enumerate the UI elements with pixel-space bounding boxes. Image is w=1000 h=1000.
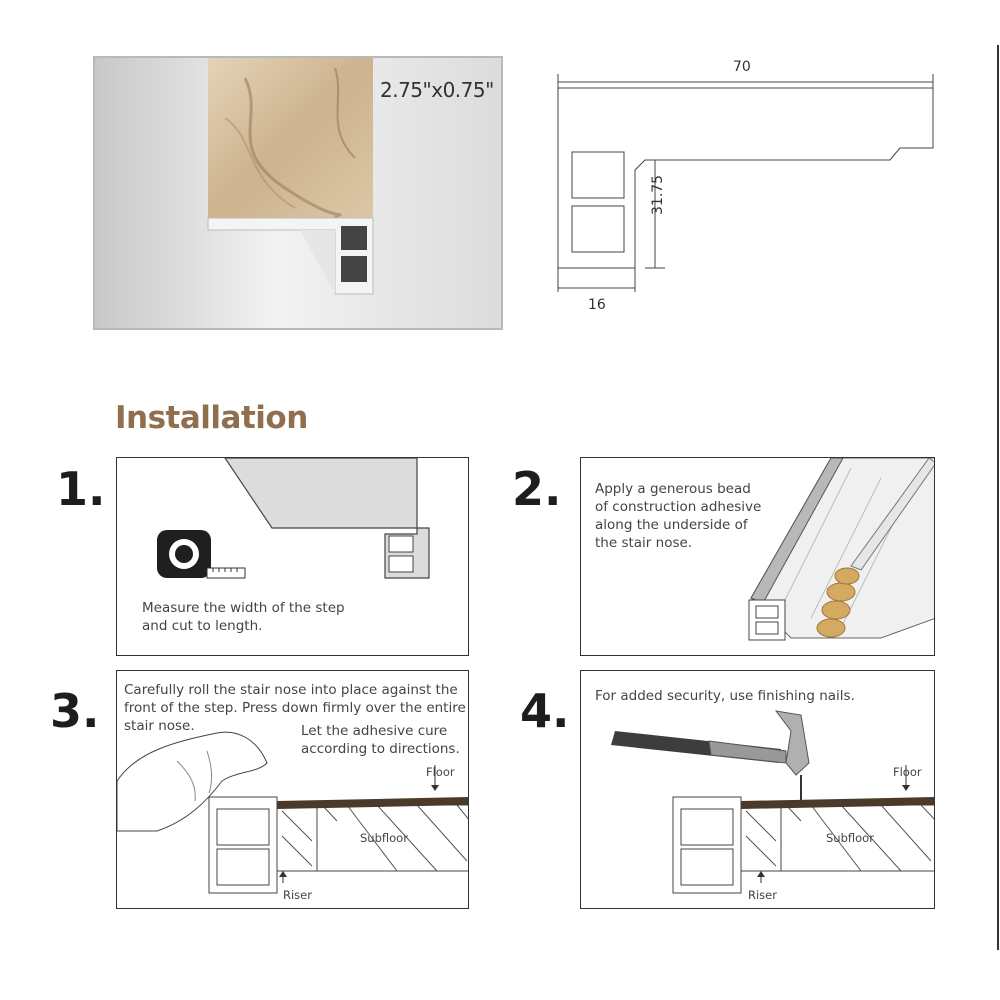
size-label: 2.75"x0.75" bbox=[380, 78, 494, 102]
profile-upper-chamber bbox=[571, 151, 625, 199]
step-3-panel: Carefully roll the stair nose into place… bbox=[116, 670, 469, 909]
width-dimension: 70 bbox=[733, 59, 751, 75]
stair-nose-photo-illustration bbox=[207, 58, 374, 295]
floor-layer bbox=[741, 797, 934, 809]
step-3-floor-label: Floor bbox=[426, 765, 455, 779]
step-2-text: Apply a generous bead of construction ad… bbox=[595, 481, 762, 551]
stair-nose-profile-outline bbox=[557, 87, 934, 269]
step-1-text: Measure the width of the step and cut to… bbox=[142, 600, 345, 634]
depth-dimension: 16 bbox=[588, 297, 606, 313]
floor-layer bbox=[277, 797, 468, 809]
step-3-number: 3. bbox=[50, 684, 100, 738]
step-1-illustration bbox=[157, 458, 430, 579]
step-3-subfloor-label: Subfloor bbox=[360, 831, 408, 845]
step-4-floor-label: Floor bbox=[893, 765, 922, 779]
step-3-text-secondary: Let the adhesive cure according to direc… bbox=[301, 723, 460, 757]
step-2-panel: Apply a generous bead of construction ad… bbox=[580, 457, 935, 656]
tape-measure-icon bbox=[157, 530, 246, 579]
step-4-riser-label: Riser bbox=[748, 888, 777, 902]
caulk-nozzle-icon bbox=[850, 458, 934, 571]
step-4-panel: For added security, use finishing nails.… bbox=[580, 670, 935, 909]
step-2-number: 2. bbox=[512, 462, 562, 516]
section-title: Installation bbox=[115, 400, 308, 436]
adhesive-bead-icon bbox=[816, 567, 860, 638]
step-4-text: For added security, use finishing nails. bbox=[595, 688, 855, 704]
step-3-riser-label: Riser bbox=[283, 888, 312, 902]
product-photo bbox=[93, 56, 503, 330]
hammer-icon bbox=[611, 710, 810, 776]
profile-dimension-drawing bbox=[557, 74, 934, 292]
profile-lower-chamber bbox=[571, 205, 625, 253]
step-4-subfloor-label: Subfloor bbox=[826, 831, 874, 845]
step-3-illustration bbox=[117, 731, 468, 894]
step-3-text: Carefully roll the stair nose into place… bbox=[124, 682, 466, 734]
step-4-number: 4. bbox=[520, 684, 570, 738]
step-2-illustration bbox=[748, 458, 934, 641]
page-edge-rule bbox=[997, 45, 999, 950]
height-dimension: 31.75 bbox=[650, 174, 666, 215]
step-4-illustration bbox=[611, 710, 934, 894]
step-1-panel: Measure the width of the step and cut to… bbox=[116, 457, 469, 656]
step-1-number: 1. bbox=[56, 462, 106, 516]
